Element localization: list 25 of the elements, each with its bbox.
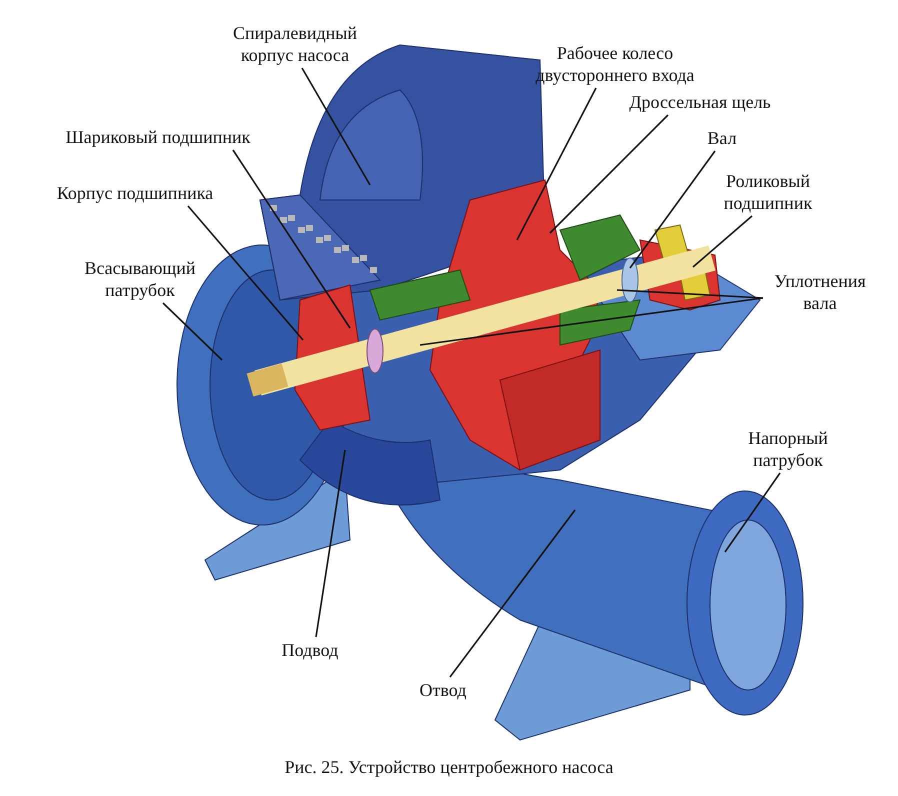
leader-line [232, 150, 351, 328]
leader-line [315, 450, 346, 638]
part-label: Подвод [280, 639, 340, 661]
leader-line [692, 215, 753, 268]
leader-line [549, 114, 669, 234]
leader-line [420, 297, 764, 346]
leader-line [724, 472, 781, 552]
part-label: Напорный патрубок [747, 427, 829, 471]
part-label: Всасывающий патрубок [83, 257, 197, 301]
part-label: Корпус подшипника [56, 182, 214, 204]
figure-caption: Рис. 25. Устройство центробежного насоса [284, 757, 614, 777]
part-label: Спиралевидный корпус насоса [232, 22, 358, 66]
part-label: Вал [706, 127, 738, 149]
leader-line [629, 150, 716, 268]
leader-line [162, 302, 223, 361]
part-label: Роликовый подшипник [722, 170, 814, 214]
leader-line [516, 88, 597, 240]
leader-line [301, 68, 371, 186]
leader-line [187, 205, 304, 341]
part-label: Дроссельная щель [628, 91, 772, 113]
part-label: Отвод [418, 679, 468, 701]
part-label: Уплотнения вала [773, 270, 867, 314]
part-label: Шариковый подшипник [64, 126, 252, 148]
leader-line [449, 510, 576, 678]
leader-line [616, 289, 764, 299]
